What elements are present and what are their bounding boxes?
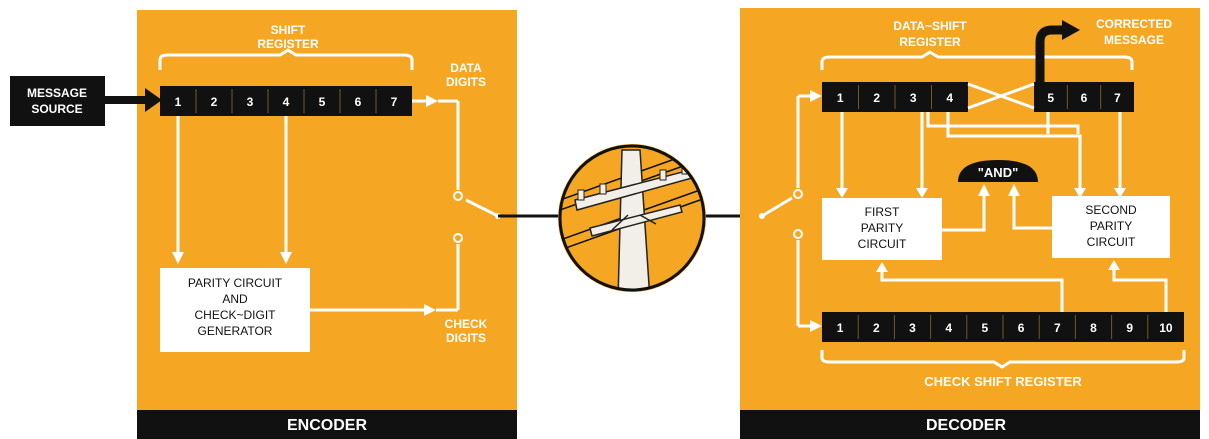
decoder-switch-arm bbox=[761, 196, 793, 218]
encoder-shift-label-2: REGISTER bbox=[257, 37, 319, 51]
first-parity-line-1: FIRST bbox=[865, 205, 900, 219]
data-digits-arrow bbox=[426, 95, 438, 107]
data-register-right bbox=[1034, 82, 1134, 112]
register-cell: 1 bbox=[175, 95, 182, 109]
second-parity-box bbox=[1052, 196, 1170, 258]
first-parity-line-2: PARITY bbox=[861, 221, 903, 235]
second-parity-line-2: PARITY bbox=[1090, 219, 1132, 233]
register-cell: 1 bbox=[837, 321, 844, 335]
dec-arrow-cell4 bbox=[1074, 188, 1086, 198]
data-shift-label-1: DATA~SHIFT bbox=[893, 19, 967, 33]
register-cell: 10 bbox=[1159, 321, 1173, 335]
decoder-check-arrow bbox=[810, 320, 822, 332]
check-to-second-arrow bbox=[1108, 260, 1120, 270]
parity-box-line-4: GENERATOR bbox=[198, 324, 273, 338]
register-cell: 2 bbox=[873, 91, 880, 105]
decoder-switch-top-contact bbox=[793, 189, 803, 199]
check-digits-arrow bbox=[424, 304, 436, 316]
register-cell: 6 bbox=[1081, 91, 1088, 105]
dec-arrow-cell7 bbox=[1114, 188, 1126, 198]
register-cell: 5 bbox=[1047, 91, 1054, 105]
register-cell: 1 bbox=[837, 91, 844, 105]
decoder-data-arrow bbox=[810, 90, 822, 102]
enc-arrow-cell4 bbox=[280, 252, 292, 264]
register-cell: 7 bbox=[1054, 321, 1061, 335]
check-to-first-arrow bbox=[876, 262, 888, 272]
second-to-and bbox=[1012, 194, 1052, 230]
parity-box-line-1: PARITY CIRCUIT bbox=[188, 276, 283, 290]
register-cell: 4 bbox=[946, 91, 953, 105]
message-source-label-2: SOURCE bbox=[31, 102, 82, 116]
message-arrow-head bbox=[145, 88, 162, 112]
dec-line-cell4 bbox=[946, 112, 1082, 190]
second-parity-line-1: SECOND bbox=[1085, 203, 1137, 217]
check-to-second bbox=[1112, 268, 1168, 312]
first-parity-line-3: CIRCUIT bbox=[858, 237, 907, 251]
encoder-shift-label-1: SHIFT bbox=[271, 23, 306, 37]
encoder-footer-label: ENCODER bbox=[287, 417, 367, 434]
message-source-box bbox=[10, 76, 105, 126]
decoder-footer-bar bbox=[740, 410, 1200, 439]
and-gate bbox=[958, 160, 1038, 182]
data-register-left-cells: 1 2 3 4 bbox=[837, 85, 953, 109]
encoder-register-cells: 1 2 3 4 5 6 7 bbox=[175, 89, 398, 113]
dec-line-cell3b bbox=[926, 112, 1080, 134]
crossover-line-b bbox=[967, 82, 1035, 110]
dec-arrow-cell1 bbox=[836, 188, 848, 198]
first-to-and-arrow bbox=[978, 184, 990, 196]
data-shift-label-2: REGISTER bbox=[899, 35, 961, 49]
check-to-first bbox=[880, 270, 1064, 312]
encoder-parity-box bbox=[160, 268, 310, 352]
switch-top-contact bbox=[453, 191, 463, 201]
check-shift-label: CHECK SHIFT REGISTER bbox=[924, 374, 1082, 389]
register-cell: 6 bbox=[355, 95, 362, 109]
telephone-pole-icon bbox=[558, 144, 706, 292]
message-source-label-1: MESSAGE bbox=[27, 86, 87, 100]
first-to-and bbox=[942, 194, 986, 232]
check-register-cells: 1 2 3 4 5 6 7 8 9 10 bbox=[837, 315, 1173, 339]
check-shift-brace bbox=[820, 350, 1186, 369]
corrected-arrow-head bbox=[1062, 20, 1080, 40]
data-digits-label-1: DATA bbox=[450, 61, 482, 75]
corrected-message-arrow bbox=[1035, 25, 1064, 82]
parity-box-line-3: CHECK~DIGIT bbox=[194, 308, 276, 322]
first-parity-box bbox=[822, 198, 942, 260]
dec-arrow-cell3 bbox=[916, 188, 928, 198]
register-cell: 4 bbox=[283, 95, 290, 109]
register-cell: 6 bbox=[1018, 321, 1025, 335]
encoder-footer-bar bbox=[137, 410, 517, 439]
register-cell: 2 bbox=[873, 321, 880, 335]
register-cell: 2 bbox=[211, 95, 218, 109]
corrected-label-2: MESSAGE bbox=[1104, 33, 1164, 47]
data-shift-brace bbox=[820, 50, 1134, 70]
check-digits-label-2: DIGITS bbox=[446, 331, 486, 345]
encoder-switch-arm bbox=[465, 198, 499, 218]
second-to-and-arrow bbox=[1008, 184, 1020, 196]
data-register-right-cells: 5 6 7 bbox=[1047, 85, 1121, 109]
register-cell: 3 bbox=[909, 321, 916, 335]
register-cell: 5 bbox=[319, 95, 326, 109]
message-arrow-shaft bbox=[105, 96, 145, 104]
register-cell: 7 bbox=[391, 95, 398, 109]
encoder-register bbox=[160, 86, 412, 116]
register-cell: 9 bbox=[1126, 321, 1133, 335]
register-cell: 7 bbox=[1114, 91, 1121, 105]
register-cell: 4 bbox=[945, 321, 952, 335]
register-cell: 8 bbox=[1090, 321, 1097, 335]
register-cell: 5 bbox=[982, 321, 989, 335]
data-digits-label-2: DIGITS bbox=[446, 75, 486, 89]
encoder-shift-brace bbox=[158, 48, 414, 70]
switch-bottom-contact bbox=[453, 233, 463, 243]
second-parity-line-3: CIRCUIT bbox=[1087, 235, 1136, 249]
parity-box-line-2: AND bbox=[222, 292, 248, 306]
decoder-switch-bottom-contact bbox=[793, 229, 803, 239]
register-cell: 3 bbox=[910, 91, 917, 105]
corrected-label-1: CORRECTED bbox=[1096, 17, 1172, 31]
check-digits-label-1: CHECK bbox=[445, 317, 488, 331]
register-cell: 3 bbox=[247, 95, 254, 109]
and-gate-label: "AND" bbox=[978, 165, 1019, 180]
decoder-footer-label: DECODER bbox=[926, 417, 1006, 434]
enc-arrow-cell1 bbox=[172, 252, 184, 264]
